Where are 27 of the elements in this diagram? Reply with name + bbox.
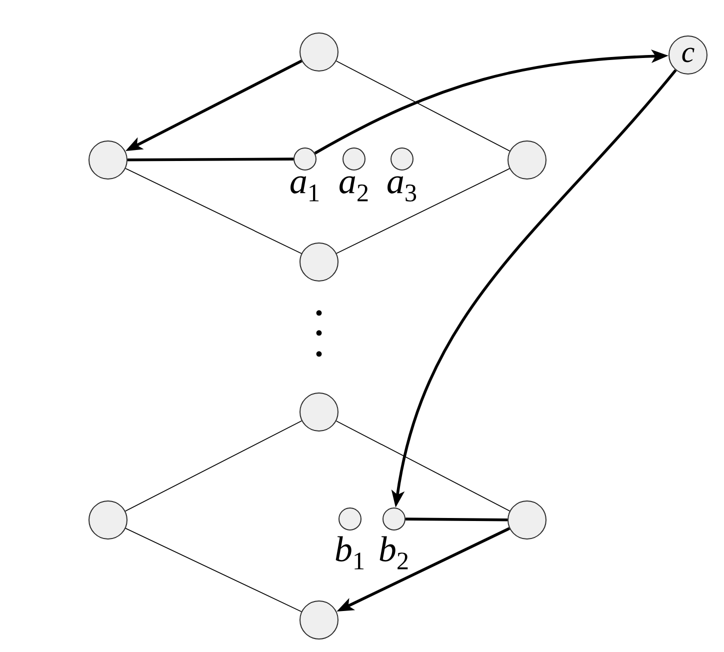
small-circle-node bbox=[342, 148, 366, 170]
circle-node bbox=[88, 500, 128, 540]
node-label: a$_{3}$ bbox=[388, 176, 416, 202]
connector-line bbox=[336, 420, 510, 512]
small-circle-node bbox=[338, 507, 362, 530]
circle-node bbox=[300, 392, 338, 432]
node-label: a$_{2}$ bbox=[340, 176, 368, 202]
node-label: a$_{1}$ bbox=[290, 176, 319, 202]
small-circle-node bbox=[294, 148, 316, 170]
circle-node bbox=[508, 500, 546, 540]
node-label: b$_{2}$ bbox=[380, 536, 408, 570]
circle-node bbox=[88, 140, 128, 180]
connector-line bbox=[128, 158, 294, 162]
connector-line bbox=[336, 60, 510, 152]
connector-line bbox=[336, 168, 510, 254]
circle-node bbox=[508, 140, 546, 180]
connector-line bbox=[124, 420, 302, 512]
small-circle-node bbox=[390, 148, 414, 170]
circle-node bbox=[300, 242, 338, 282]
small-circle-node bbox=[382, 507, 406, 530]
node-label: b$_{1}$ bbox=[336, 536, 364, 570]
connector-line bbox=[125, 168, 302, 254]
circle-node bbox=[300, 600, 338, 640]
labeled-circle-node: c bbox=[668, 35, 708, 74]
connector-line bbox=[406, 518, 508, 522]
circle-node bbox=[300, 32, 338, 72]
connector-line bbox=[125, 528, 302, 612]
